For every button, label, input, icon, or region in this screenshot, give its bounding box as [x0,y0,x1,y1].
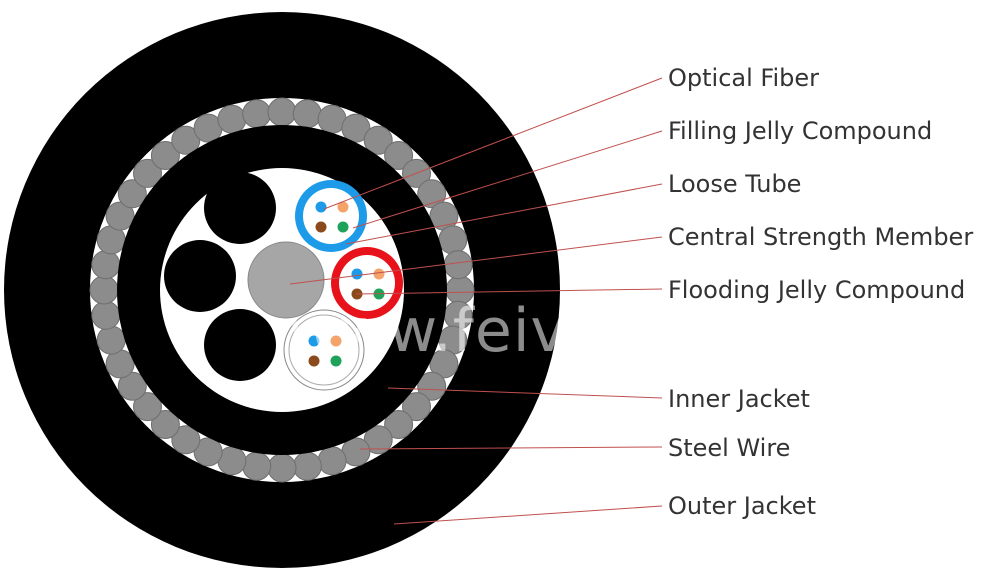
leader-line [345,183,663,245]
steel-wire-strand [91,250,121,280]
leader-line [323,77,663,210]
label-steel-wire: Steel Wire [668,434,791,462]
steel-wire-strand [171,125,201,155]
optical-fiber-strand [308,355,320,367]
optical-fibers [308,201,385,367]
optical-fiber-strand [315,201,327,213]
steel-wire-strand [384,410,414,439]
optical-fiber-strand [330,355,342,367]
optical-fiber-strand [308,335,320,347]
steel-wire-strand [242,99,272,129]
filler-rod-left [164,240,236,312]
steel-wire-strand [384,141,414,170]
label-filling-jelly-compound: Filling Jelly Compound [668,117,933,145]
steel-wire-strand [417,371,447,401]
steel-wire-strand [242,451,272,481]
central-strength-member [247,241,325,319]
steel-wire-strand [96,325,126,355]
steel-wire-strand [150,410,180,439]
steel-wire-strand [117,179,147,209]
loose-tube-blue [295,180,367,252]
optical-fiber-strand [337,221,349,233]
leader-line [387,387,663,399]
steel-wire-strand [341,113,371,143]
filler-rod-top [204,172,276,244]
label-inner-jacket: Inner Jacket [668,385,810,413]
optical-fiber-strand [315,221,327,233]
optical-fiber-strand [351,268,363,280]
steel-wire-strand [438,225,468,255]
loose-tube-red [331,247,403,319]
label-central-strength-member: Central Strength Member [668,223,974,251]
loose-tube-white [283,309,365,391]
label-flooding-jelly-compound: Flooding Jelly Compound [668,276,966,304]
filler-rod-bottom [204,309,276,381]
steel-wire-strand [117,371,147,401]
steel-wire-strand [89,275,119,305]
steel-wire-strand [267,453,297,483]
leader-line [352,130,663,229]
steel-wire-strand [443,250,473,280]
optical-fiber-strand [337,201,349,213]
steel-wire-strand [402,392,431,422]
steel-wire-strand [133,158,162,188]
steel-wire-strand [267,97,297,127]
optical-fiber-strand [330,335,342,347]
steel-wire-strand [292,451,322,481]
steel-wire-strand [443,300,473,330]
steel-wire-strand [317,446,347,476]
steel-wire-strand [91,300,121,330]
steel-wire-strand [133,392,162,422]
leader-line [355,288,663,295]
steel-wire-strand [445,275,475,305]
steel-wire-strand [217,104,247,134]
label-outer-jacket: Outer Jacket [668,492,816,520]
leader-line [359,446,663,450]
label-loose-tube: Loose Tube [668,170,802,198]
steel-wire-strand [193,437,223,467]
steel-wire-strand [105,201,135,231]
steel-wire-strand [363,425,393,455]
leader-lines [289,77,663,525]
steel-wire-strand [150,141,180,170]
steel-wire-strand [292,99,322,129]
label-optical-fiber: Optical Fiber [668,64,819,92]
steel-wire-ring [89,97,475,483]
steel-wire-strand [363,125,393,155]
leader-line [393,505,663,525]
steel-wire-strand [171,425,201,455]
steel-wire-strand [429,349,459,379]
leader-line [289,236,663,285]
optical-fiber-strand [373,268,385,280]
